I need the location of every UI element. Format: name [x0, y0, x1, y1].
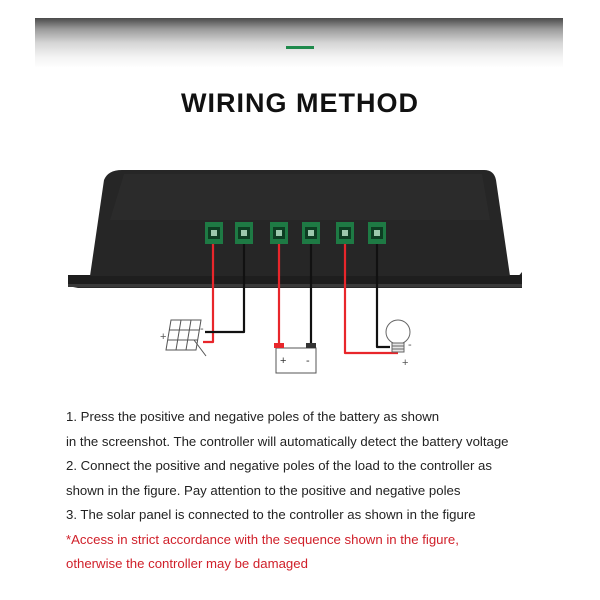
- terminal-block: [205, 222, 386, 244]
- load-plus-sign: +: [402, 357, 408, 369]
- terminal-6: [368, 222, 386, 244]
- solar-plus-sign: +: [160, 331, 166, 343]
- terminal-4: [302, 222, 320, 244]
- solar-minus-sign: -: [200, 323, 204, 335]
- wire-load-negative: [375, 244, 390, 349]
- instructions: 1. Press the positive and negative poles…: [66, 405, 586, 577]
- instruction-line: in the screenshot. The controller will a…: [66, 433, 509, 449]
- battery-minus-sign: -: [306, 355, 310, 367]
- accent-line: [286, 46, 314, 49]
- instruction-line: shown in the figure. Pay attention to th…: [66, 482, 461, 498]
- wire-solar-positive: [203, 244, 215, 344]
- terminal-3: [270, 222, 288, 244]
- terminal-5: [336, 222, 354, 244]
- load-minus-sign: -: [408, 339, 412, 351]
- terminal-2: [235, 222, 253, 244]
- controller-body: [68, 170, 522, 288]
- warning-line: *Access in strict accordance with the se…: [66, 531, 459, 547]
- page-title: WIRING METHOD: [181, 88, 419, 118]
- light-bulb-icon: [385, 319, 411, 353]
- wire-solar-negative: [205, 244, 246, 334]
- terminal-1: [205, 222, 223, 244]
- instruction-line: 1. Press the positive and negative poles…: [66, 409, 440, 424]
- instruction-line: 2. Connect the positive and negative pol…: [66, 458, 492, 473]
- instruction-line: 3. The solar panel is connected to the c…: [66, 507, 476, 522]
- solar-panel-icon: [165, 319, 207, 357]
- battery-plus-sign: +: [280, 355, 286, 367]
- warning-line: otherwise the controller may be damaged: [66, 556, 308, 571]
- battery-icon: [274, 343, 317, 374]
- top-banner: [35, 18, 563, 68]
- wiring-diagram: + - + - - +: [68, 170, 522, 374]
- wire-load-positive: [343, 244, 398, 355]
